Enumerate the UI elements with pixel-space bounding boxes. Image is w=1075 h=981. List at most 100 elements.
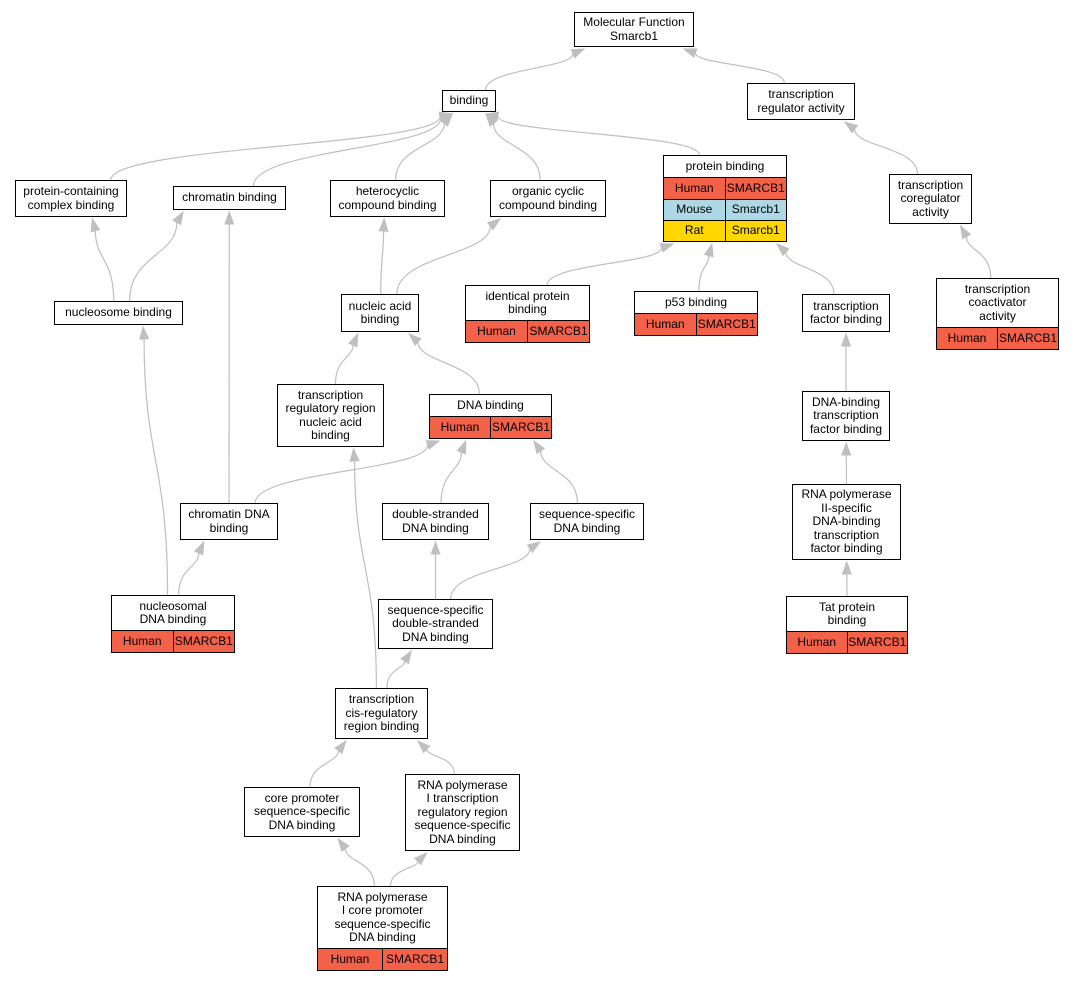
go-term-nucleosome[interactable]: nucleosome binding [54,301,183,325]
go-term-label: chromatin DNA binding [188,507,270,535]
edge-ss_dna-to-dna_binding [540,450,578,504]
go-term-label: nucleic acid binding [348,298,412,326]
edge-rnap1_trr-to-cis_reg [426,749,455,775]
edge-coregulator-to-trans_reg [854,129,919,175]
annotation-row: Mouse Smarcb1 [664,199,786,220]
go-term-label: RNA polymerase I transcription regulator… [414,777,511,846]
go-term-ss-dna[interactable]: sequence-specific DNA binding [530,503,644,540]
edge-binding-to-mf [484,53,574,91]
arrowhead [533,439,546,455]
edge-nucleosomal-to-chromatin_dna [178,552,200,596]
go-term-heterocyclic[interactable]: heterocyclic compound binding [330,180,445,217]
species-name: Human [318,949,383,970]
go-term-mf[interactable]: Molecular Function Smarcb1 [574,12,694,47]
edge-ss_ds_dna-to-ss_dna [450,548,531,600]
arrowhead [840,332,852,347]
go-term-rnap1-core[interactable]: RNA polymerase I core promoter sequence-… [317,886,448,971]
arrowhead [843,121,859,134]
edge-core_promoter-to-cis_reg [309,750,340,788]
go-term-organic-cyclic[interactable]: organic cyclic compound binding [490,180,606,217]
gene-symbol: SMARCB1 [998,330,1057,345]
arrowhead [456,439,467,455]
arrowhead [682,48,698,59]
arrowhead [659,243,675,253]
arrowhead [775,243,790,257]
edge-rnap1_core-to-core_promoter [344,848,376,887]
go-term-chromatin[interactable]: chromatin binding [173,186,286,210]
species-name: Human [430,417,491,438]
arrowhead [334,739,347,755]
go-term-core-promoter[interactable]: core promoter sequence-specific DNA bind… [244,787,360,837]
arrowhead [416,739,431,754]
gene-symbol: Smarcb1 [731,202,780,217]
edge-layer [90,48,992,887]
arrowhead [193,540,205,556]
go-term-rnap1-trr[interactable]: RNA polymerase I transcription regulator… [405,774,520,851]
arrowhead [430,540,441,555]
arrowhead [959,224,972,240]
edge-coactivator-to-coregulator [965,236,992,279]
go-term-cis-reg[interactable]: transcription cis-regulatory region bind… [335,688,428,739]
go-term-label: nucleosome binding [65,305,172,320]
go-term-dbtf[interactable]: DNA-binding transcription factor binding [802,391,890,441]
go-term-binding[interactable]: binding [442,90,496,112]
species-name: Human [664,178,726,199]
edge-nucleosomal-to-nucleosome [143,338,169,596]
edge-ds_dna-to-dna_binding [440,452,463,504]
species-name: Human [635,314,697,335]
edge-p53-to-protein_binding [698,255,710,292]
edge-cis_reg-to-ss_ds_dna [386,661,406,689]
edge-protein_binding-to-binding [497,116,700,156]
go-term-tf-binding[interactable]: transcription factor binding [802,294,890,332]
gene-symbol: SMARCB1 [385,951,444,966]
edge-identical-to-protein_binding [546,247,663,286]
species-name: Mouse [664,200,726,220]
gene-symbol: SMARCB1 [726,180,785,195]
go-term-trans-reg[interactable]: transcription regulator activity [747,83,855,120]
arrowhead [224,210,235,225]
edge-pc_complex-to-binding [110,116,441,181]
go-term-chromatin-dna[interactable]: chromatin DNA binding [180,503,278,540]
go-term-coregulator[interactable]: transcription coregulator activity [889,174,972,224]
edge-rnap1_core-to-rnap1_trr [389,861,419,887]
arrowhead [348,332,359,348]
go-term-label: heterocyclic compound binding [338,184,437,212]
species-name: Human [787,632,848,653]
edge-nucleosome-to-chromatin [129,222,178,302]
go-term-ds-dna[interactable]: double-stranded DNA binding [382,503,489,540]
go-term-label: nucleosomal DNA binding [112,596,234,631]
go-term-pc-complex[interactable]: protein-containing complex binding [15,180,127,217]
go-term-label: sequence-specific double-stranded DNA bi… [387,602,484,644]
arrowhead [400,649,412,665]
arrowhead [337,837,350,853]
go-term-nucleic-acid[interactable]: nucleic acid binding [341,294,419,332]
edge-trans_reg-to-mf [694,52,785,84]
go-term-label: transcription factor binding [809,298,883,326]
edge-chromatin-to-binding [252,118,442,187]
go-term-label: RNA polymerase II-specific DNA-binding t… [801,487,892,556]
gene-symbol: SMARCB1 [848,634,907,649]
go-term-label: transcription cis-regulatory region bind… [343,692,420,734]
go-term-ss-ds-dna[interactable]: sequence-specific double-stranded DNA bi… [378,599,493,649]
edge-heterocyclic-to-binding [395,123,445,181]
go-term-trr-na[interactable]: transcription regulatory region nucleic … [277,384,384,447]
go-term-label: double-stranded DNA binding [392,507,479,535]
arrowhead [425,440,441,450]
go-term-label: Tat protein binding [787,597,907,632]
edge-dna_binding-to-nucleic_acid [417,341,481,395]
go-term-rnap2-tf[interactable]: RNA polymerase II-specific DNA-binding t… [792,484,901,560]
